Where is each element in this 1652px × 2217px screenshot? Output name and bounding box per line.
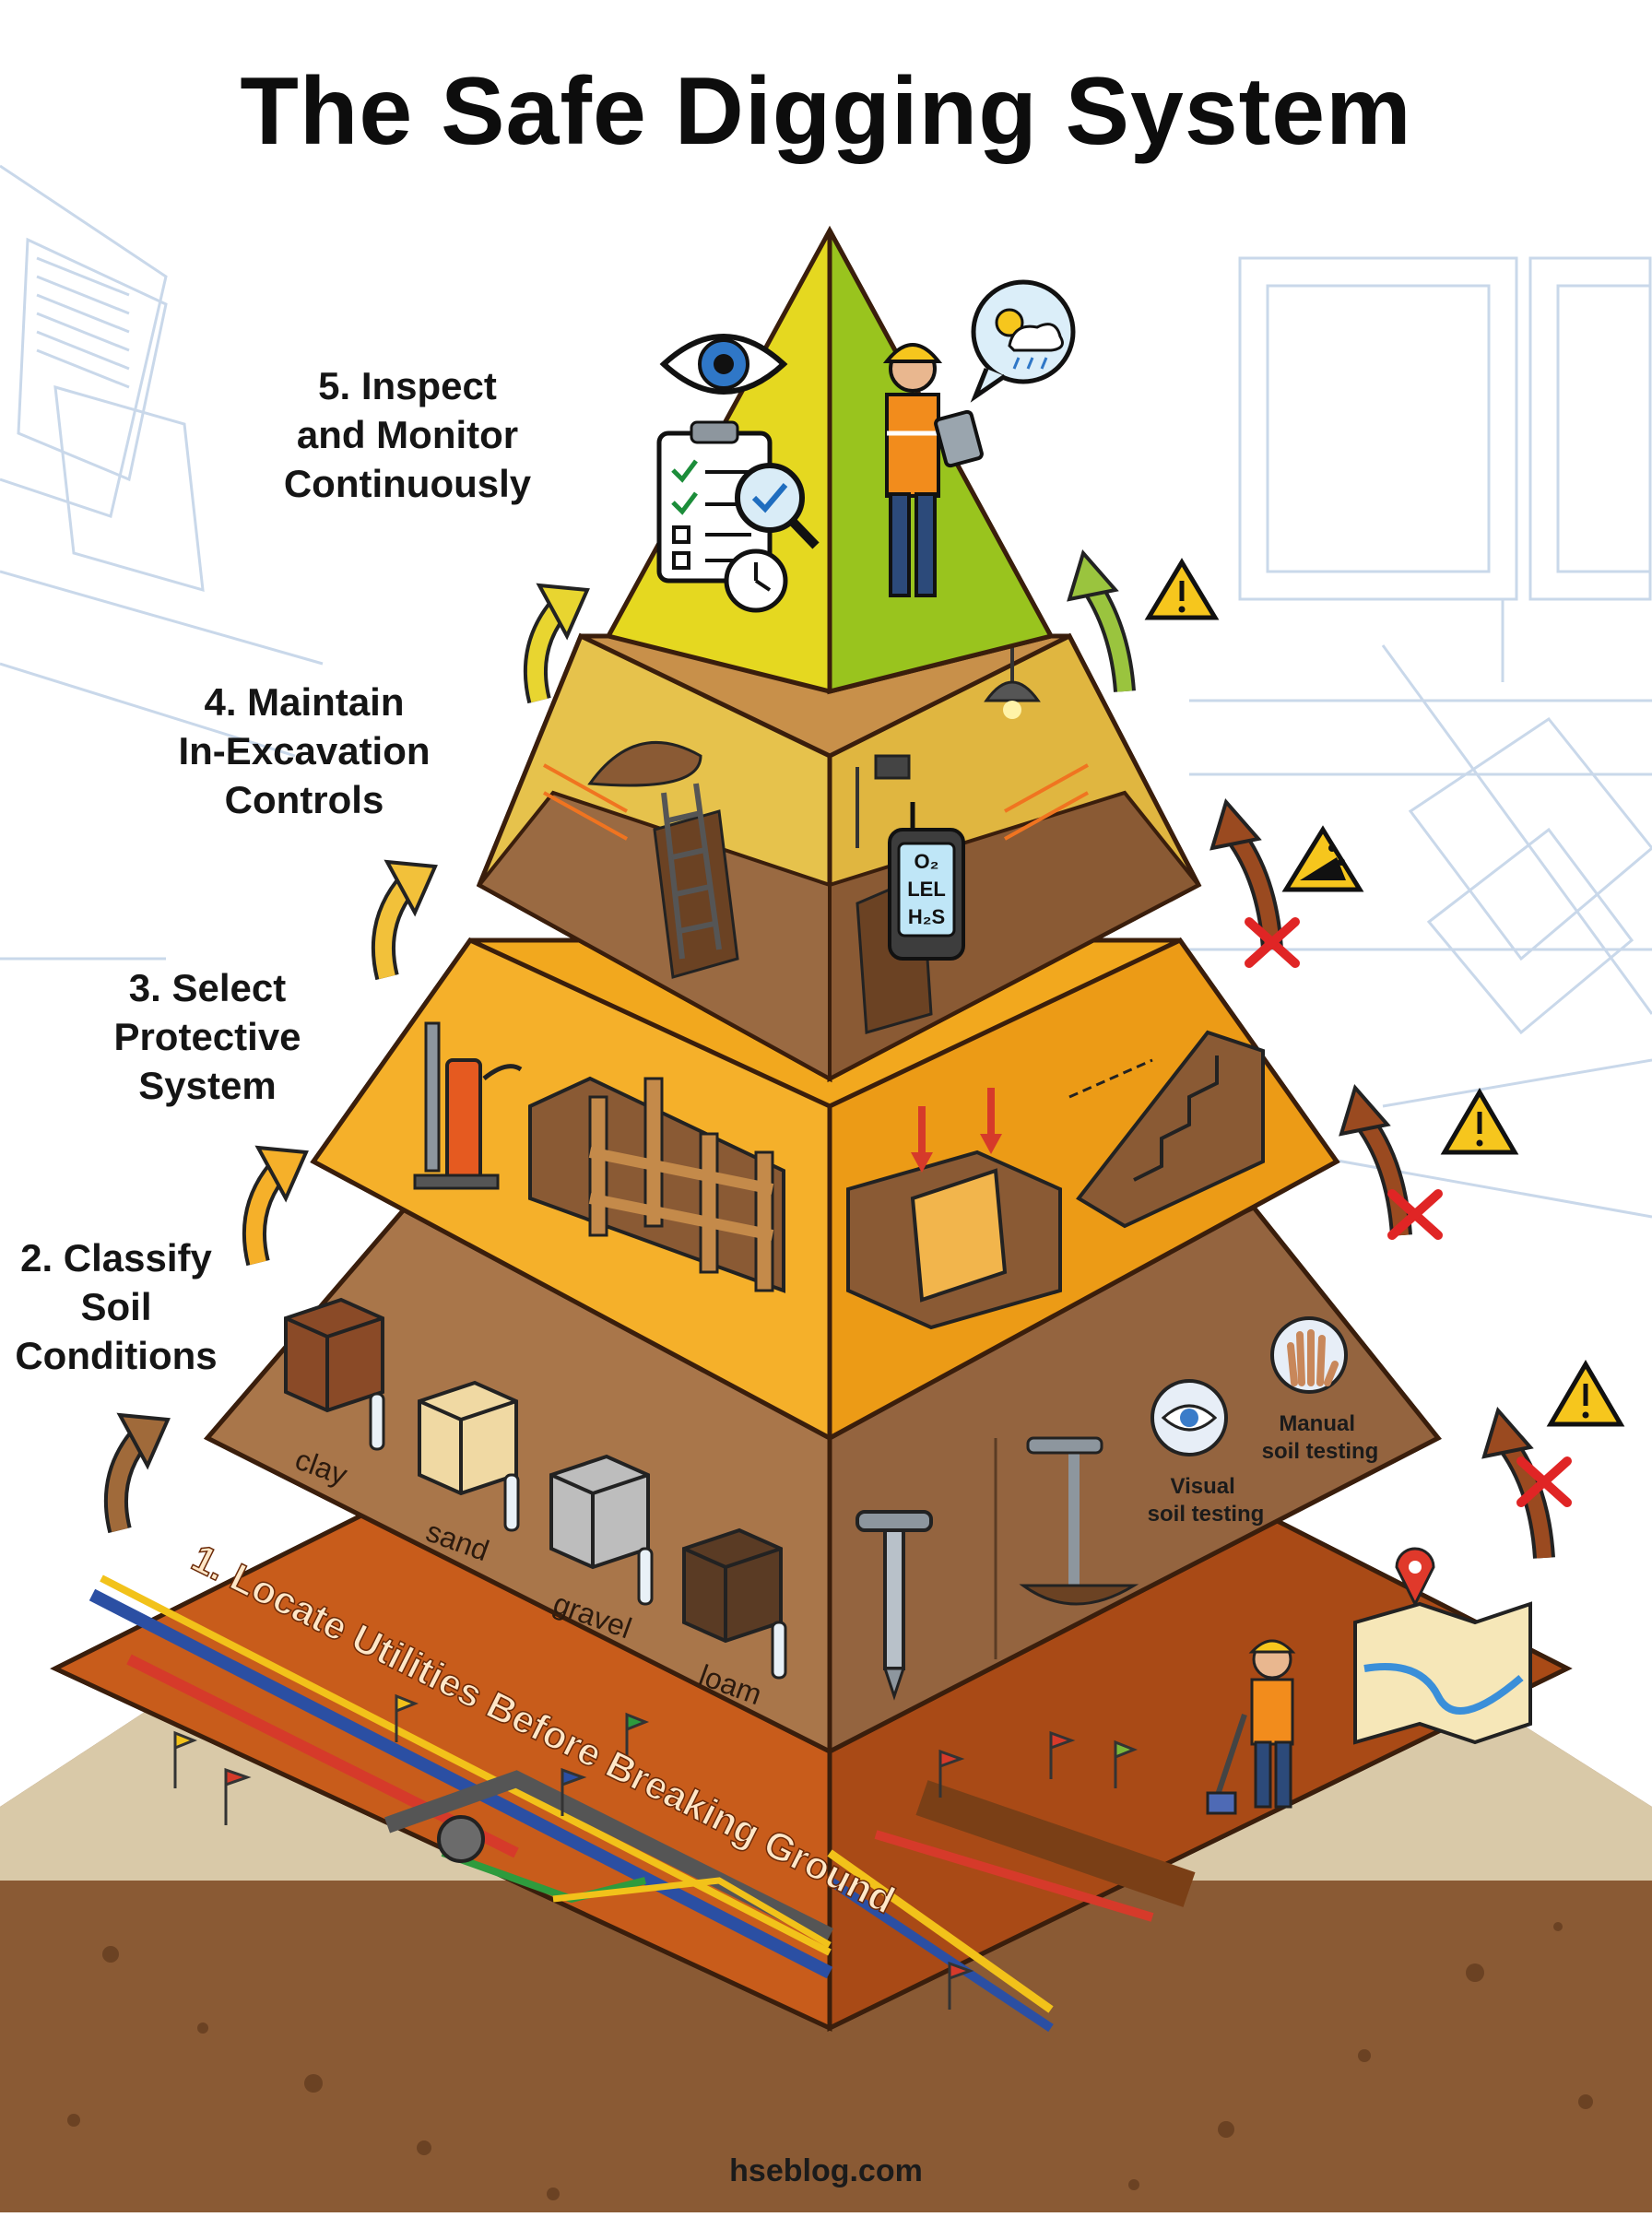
tier-3-protective-system [310,937,1340,1443]
falling-rocks-warning-icon [1281,825,1364,892]
step-2-line-2: Soil [80,1285,152,1328]
footer-source: hseblog.com [729,2153,923,2188]
eye-watch-icon [659,334,788,395]
gas-monitor-icon: O₂ LEL H₂S [888,802,965,961]
down-arrow-icon [1210,797,1283,950]
shoring-frame-icon [528,1076,785,1293]
gas-monitor-h2s: H₂S [908,905,945,928]
gas-monitor-lel: LEL [907,878,946,901]
visual-testing-label: Visual soil testing [1148,1474,1265,1527]
locator-worker-icon [1206,1639,1296,1815]
up-arrow-icon [242,1145,309,1267]
blueprint-background [0,164,1652,1219]
x-mark-icon [1516,1456,1572,1507]
step-3-line-1: 3. Select [128,966,287,1009]
checklist-icon [656,420,773,584]
step-4-line-2: In-Excavation [178,729,431,772]
floodlight-icon [856,754,911,848]
down-arrow-icon [1339,1083,1412,1236]
hydraulic-jack-icon [413,1021,523,1190]
shovel-icon [1019,1436,1139,1606]
progress-arrows-left [103,583,590,1534]
loam-cube-icon [682,1527,787,1680]
sand-cube-icon [418,1380,520,1532]
manual-testing-label: Manual soil testing [1262,1411,1379,1464]
inspector-worker-icon [882,343,984,597]
tier-4-in-excavation-controls: O₂ LEL H₂S [476,632,1202,1083]
ladder-icon [661,783,722,960]
gas-monitor-o2: O₂ [914,850,939,873]
step-3-line-3: System [138,1064,277,1107]
barrier-fence-icon [543,763,1089,841]
page-title: The Safe Digging System [240,58,1412,165]
warning-triangle-icon [1546,1360,1625,1427]
step-5-line-2: and Monitor [296,413,519,456]
step-4-line-3: Controls [224,778,384,821]
warning-triangle-icon [1144,558,1220,620]
map-icon [1353,1547,1532,1745]
step-5-label: 5. Inspect and Monitor Continuously [242,361,573,508]
up-arrow-icon [523,583,590,704]
step-5-line-3: Continuously [283,462,532,505]
step-2-line-3: Conditions [15,1334,218,1377]
clock-icon [724,548,788,613]
penetrometer-icon [856,1510,933,1701]
weather-bubble-icon [970,279,1076,403]
clay-cube-icon [284,1297,385,1451]
hand-icon [1270,1316,1348,1394]
spoil-pile-icon [587,741,702,787]
step-5-line-1: 5. Inspect [318,364,497,407]
trench-box-icon [846,1088,1062,1330]
x-mark-icon [1387,1189,1443,1240]
up-arrow-icon [103,1412,171,1534]
up-arrow-icon [1067,548,1136,692]
magnifier-icon [735,463,820,549]
step-3-label: 3. Select Protective System [60,963,355,1110]
x-mark-icon [1245,917,1300,968]
eye-icon [1150,1379,1228,1456]
step-2-line-1: 2. Classify [20,1236,212,1279]
work-lamp-icon [984,645,1041,719]
gravel-cube-icon [549,1454,654,1606]
up-arrow-icon [371,859,438,981]
benching-icon [1068,1030,1265,1229]
tier-5-inspect-monitor [605,225,1076,695]
step-4-line-1: 4. Maintain [204,680,405,724]
warning-triangle-icon [1440,1088,1519,1155]
step-2-label: 2. Classify Soil Conditions [0,1233,232,1380]
step-4-label: 4. Maintain In-Excavation Controls [138,678,470,824]
step-3-line-2: Protective [113,1015,301,1058]
hazard-markers-right [1067,548,1625,1559]
